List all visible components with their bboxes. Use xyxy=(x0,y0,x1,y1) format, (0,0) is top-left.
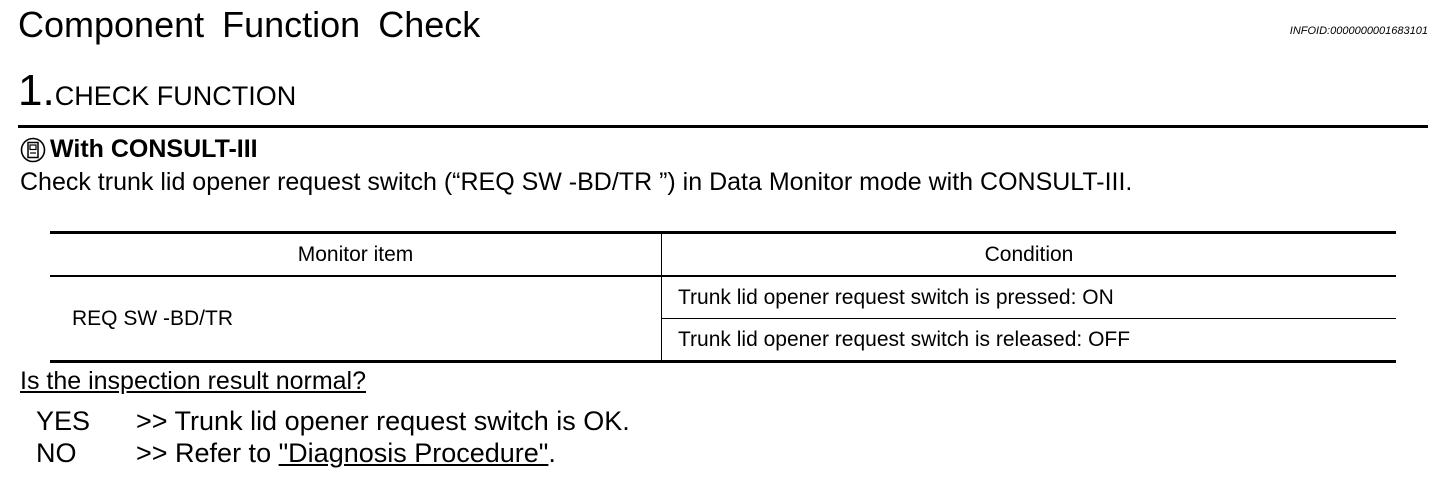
consult-heading: With CONSULT-III xyxy=(20,135,258,164)
instruction-text: Check trunk lid opener request switch (“… xyxy=(20,168,1133,196)
condition-cell: Trunk lid opener request switch is press… xyxy=(661,276,1396,319)
monitor-table: Monitor item Condition REQ SW -BD/TR Tru… xyxy=(50,231,1396,363)
answer-yes-key: YES xyxy=(36,406,91,436)
answer-no-key: NO xyxy=(36,438,77,468)
answer-yes: YES >> Trunk lid opener request switch is… xyxy=(36,406,630,437)
table-row: Trunk lid opener request switch is relea… xyxy=(50,318,1396,363)
section-divider xyxy=(18,125,1428,128)
answer-no: NO >> Refer to "Diagnosis Procedure". xyxy=(36,438,556,469)
header-condition: Condition xyxy=(661,231,1396,277)
step-number: 1. xyxy=(18,66,55,115)
page-title: Component Function Check xyxy=(18,4,481,45)
answer-no-suffix: . xyxy=(548,438,556,468)
answer-yes-text: >> Trunk lid opener request switch is OK… xyxy=(136,406,630,436)
diagnosis-procedure-link[interactable]: "Diagnosis Procedure" xyxy=(278,438,549,468)
monitor-item-cell: REQ SW -BD/TR xyxy=(50,276,662,363)
step-heading: 1.CHECK FUNCTION xyxy=(18,66,296,116)
info-id: INFOID:0000000001683101 xyxy=(1289,25,1428,37)
consult-tool-icon xyxy=(20,137,46,163)
condition-cell: Trunk lid opener request switch is relea… xyxy=(661,318,1396,363)
table-header-row: Monitor item Condition xyxy=(50,231,1396,277)
table-row: REQ SW -BD/TR Trunk lid opener request s… xyxy=(50,276,1396,363)
consult-label: With CONSULT-III xyxy=(50,135,258,163)
inspection-question: Is the inspection result normal? xyxy=(20,367,367,395)
step-label: CHECK FUNCTION xyxy=(54,81,297,111)
answer-no-prefix: >> Refer to xyxy=(136,438,279,468)
header-monitor-item: Monitor item xyxy=(50,231,662,277)
